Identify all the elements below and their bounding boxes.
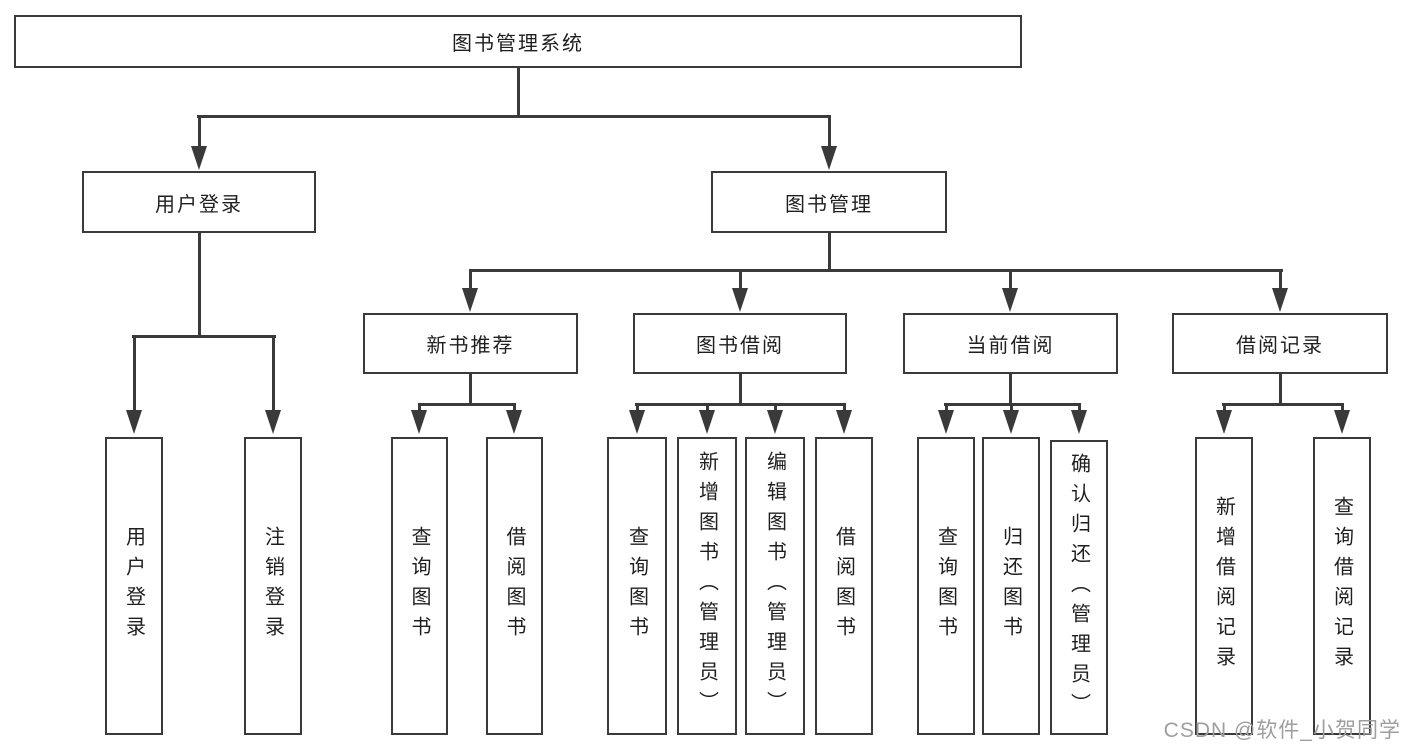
arrowhead-g4b-icon (1003, 410, 1019, 434)
node-root: 图书管理系统 (14, 15, 1022, 68)
connector-g5a-shaft (1223, 403, 1226, 413)
arrowhead-current-icon (1002, 288, 1018, 312)
arrowhead-g4a-icon (938, 410, 954, 434)
connector-level2-horizontal (197, 115, 831, 118)
arrowhead-g3a-icon (629, 410, 645, 434)
connector-login-horizontal (132, 335, 276, 338)
leaf-query-books-borrow: 查询图书 (607, 437, 667, 735)
connector-leaf-login-shaft (133, 335, 136, 411)
connector-newbook-shaft (469, 269, 472, 289)
node-new-book-recommend: 新书推荐 (363, 313, 578, 374)
connector-root-stub (517, 68, 520, 118)
leaf-edit-book-admin: 编辑图书（管理员） (745, 437, 805, 735)
connector-g4-stub (1009, 374, 1012, 406)
connector-user-login-shaft (198, 115, 201, 147)
connector-g4a-shaft (945, 403, 948, 413)
leaf-logout: 注销登录 (244, 437, 302, 735)
arrowhead-leaf-login-icon (126, 410, 142, 434)
connector-g3b-shaft (706, 403, 709, 413)
connector-leaf-logout-shaft (272, 335, 275, 411)
leaf-borrow-books: 借阅图书 (815, 437, 873, 735)
leaf-add-borrow-record: 新增借阅记录 (1195, 437, 1253, 735)
connector-book-mgmt-shaft (828, 115, 831, 147)
arrowhead-g2a-icon (411, 410, 427, 434)
arrowhead-user-login-icon (191, 146, 207, 170)
arrowhead-g5b-icon (1334, 410, 1350, 434)
node-borrow-records: 借阅记录 (1172, 313, 1388, 374)
leaf-borrow-books-recommend: 借阅图书 (486, 437, 543, 735)
connector-g4c-shaft (1078, 403, 1081, 413)
connector-g4b-shaft (1010, 403, 1013, 413)
arrowhead-leaf-logout-icon (265, 410, 281, 434)
csdn-watermark: CSDN @软件_小贺同学 (1163, 719, 1401, 742)
arrowhead-g4c-icon (1071, 410, 1087, 434)
leaf-query-books-current: 查询图书 (917, 437, 975, 735)
arrowhead-newbook-icon (462, 288, 478, 312)
arrowhead-borrowmod-icon (732, 288, 748, 312)
connector-g5-horizontal (1222, 403, 1343, 406)
connector-book-mgmt-stub (828, 233, 831, 272)
leaf-user-login: 用户登录 (105, 437, 163, 735)
connector-g3c-shaft (774, 403, 777, 413)
leaf-add-book-admin: 新增图书（管理员） (677, 437, 737, 735)
connector-g2-stub (469, 374, 472, 406)
arrowhead-records-icon (1272, 288, 1288, 312)
connector-records-shaft (1279, 269, 1282, 289)
arrowhead-g2b-icon (506, 410, 522, 434)
connector-borrowmod-shaft (739, 269, 742, 289)
connector-g5-stub (1279, 374, 1282, 406)
node-current-borrow: 当前借阅 (903, 313, 1118, 374)
node-user-login: 用户登录 (82, 171, 316, 233)
connector-g3d-shaft (843, 403, 846, 413)
connector-current-shaft (1009, 269, 1012, 289)
leaf-confirm-return-admin: 确认归还（管理员） (1050, 440, 1108, 735)
leaf-query-books-recommend: 查询图书 (391, 437, 448, 735)
leaf-query-borrow-record: 查询借阅记录 (1313, 437, 1371, 735)
connector-g2b-shaft (513, 403, 516, 413)
connector-level3-horizontal (470, 269, 1283, 272)
node-book-management: 图书管理 (711, 171, 947, 233)
connector-g3-stub (739, 374, 742, 406)
arrowhead-g3c-icon (767, 410, 783, 434)
connector-g2a-shaft (418, 403, 421, 413)
connector-g2-horizontal (418, 403, 516, 406)
arrowhead-g3b-icon (699, 410, 715, 434)
node-book-borrow: 图书借阅 (633, 313, 847, 374)
connector-g3a-shaft (636, 403, 639, 413)
arrowhead-g5a-icon (1216, 410, 1232, 434)
arrowhead-book-mgmt-icon (821, 146, 837, 170)
leaf-return-book: 归还图书 (982, 437, 1040, 735)
connector-login-stub (198, 233, 201, 338)
arrowhead-g3d-icon (836, 410, 852, 434)
connector-g3-horizontal (635, 403, 845, 406)
connector-g5b-shaft (1341, 403, 1344, 413)
